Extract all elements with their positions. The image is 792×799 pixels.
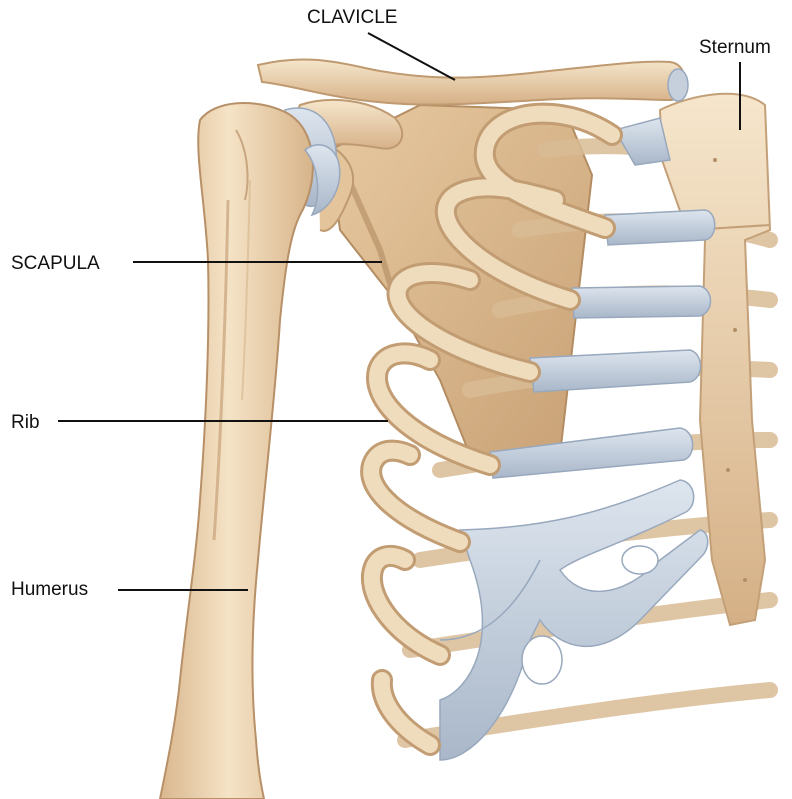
label-clavicle: CLAVICLE <box>307 8 397 27</box>
label-rib: Rib <box>11 413 40 432</box>
humerus-bone <box>160 103 337 799</box>
label-sternum: Sternum <box>699 38 771 57</box>
label-humerus: Humerus <box>11 580 88 599</box>
label-scapula: SCAPULA <box>11 254 100 273</box>
clavicle-bone <box>258 59 688 104</box>
